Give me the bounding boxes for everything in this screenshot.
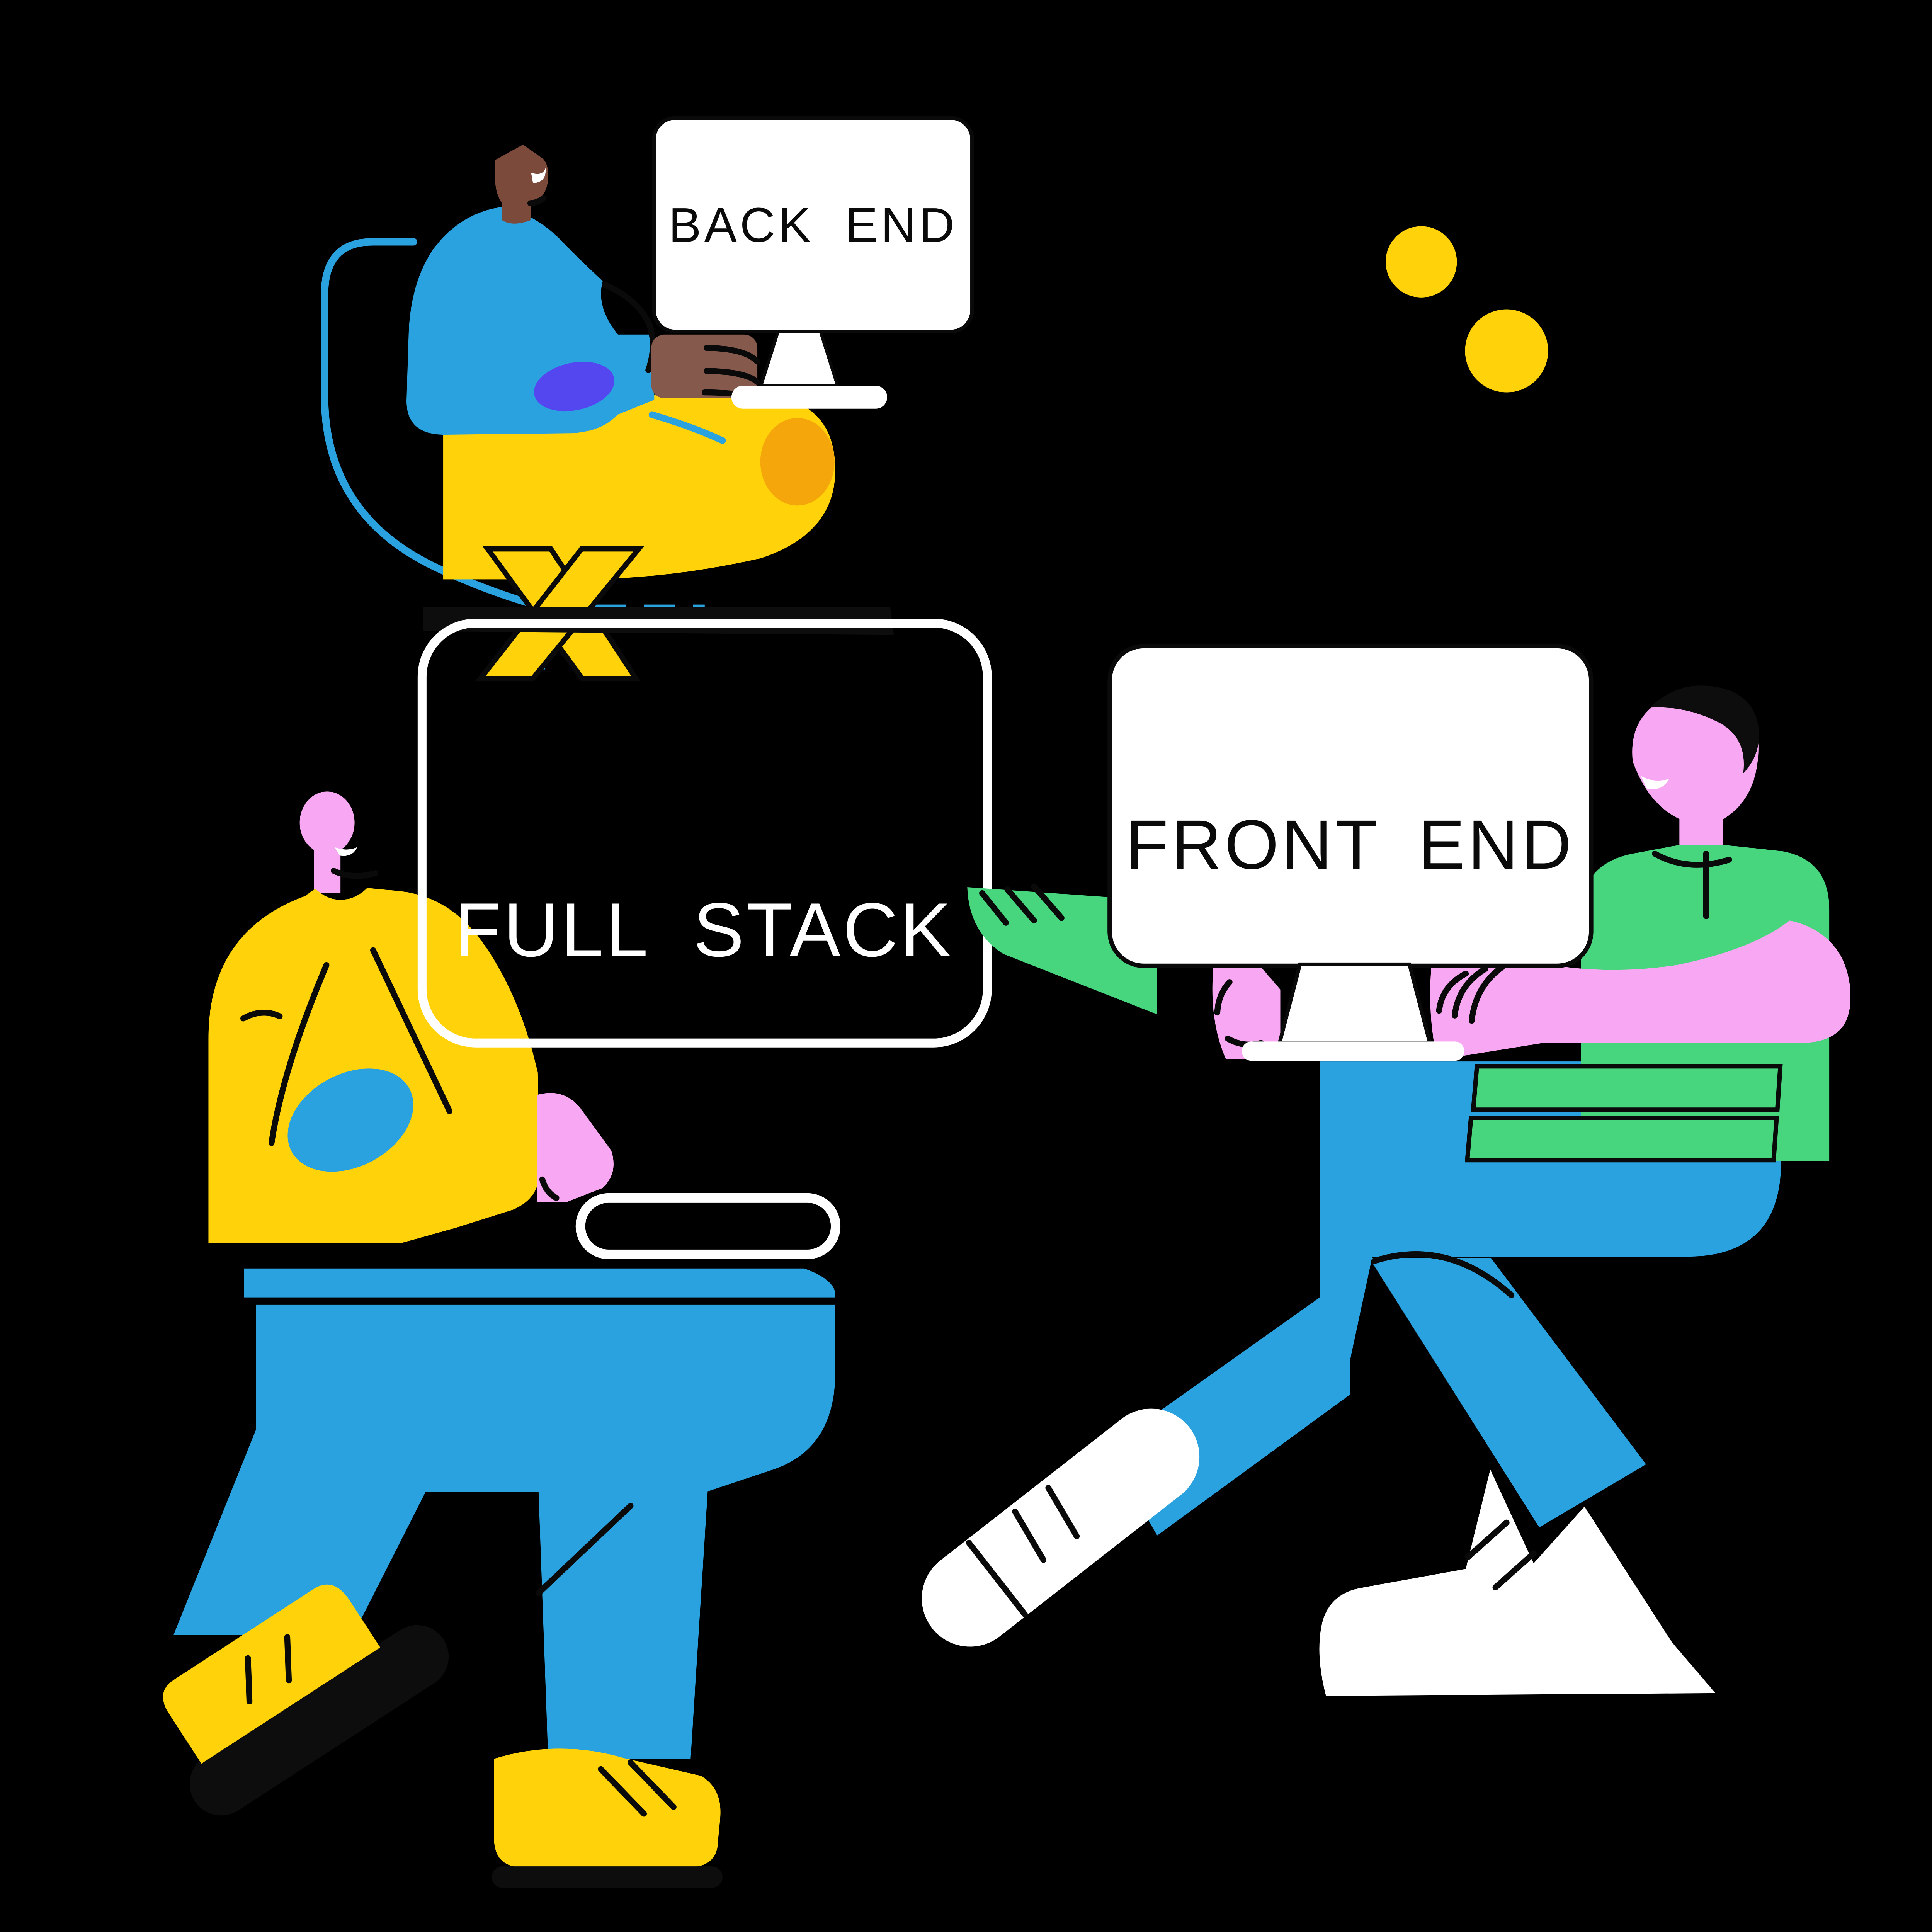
fullstack-shin-left bbox=[173, 1420, 462, 1635]
boot-right-sole bbox=[492, 1866, 723, 1888]
frontend-shin bbox=[1369, 1258, 1646, 1527]
fullstack-shin-right bbox=[538, 1492, 708, 1759]
frontend-knee-line bbox=[1371, 1251, 1515, 1298]
frontend-monitor-base bbox=[1242, 1041, 1464, 1061]
fullstack-developer bbox=[208, 791, 614, 1243]
fullstack-sleeve-dot bbox=[287, 1068, 413, 1172]
sneaker-ground-lace-1 bbox=[1465, 1519, 1510, 1560]
frontend-hair bbox=[1650, 685, 1759, 774]
frontend-arm bbox=[1430, 920, 1851, 1060]
boot-left-sole bbox=[189, 1625, 449, 1816]
frontend-hem-stripe-2 bbox=[1464, 1116, 1779, 1163]
backend-monitor-base bbox=[731, 386, 888, 409]
sleeve-stripe-3 bbox=[1031, 883, 1065, 921]
frontend-left-hand-line bbox=[1214, 979, 1233, 1016]
sneaker-raised-lace-2 bbox=[1045, 1485, 1080, 1539]
fullstack-monitor: FULL STACK bbox=[417, 619, 992, 1048]
fullstack-monitor-label: FULL STACK bbox=[454, 887, 953, 973]
boot-right-lace-2 bbox=[628, 1759, 677, 1810]
frontend-sneaker-raised bbox=[922, 1408, 1200, 1647]
backend-hips bbox=[443, 395, 835, 580]
fullstack-boot-left bbox=[163, 1584, 449, 1816]
decor-dot-small bbox=[1386, 226, 1457, 298]
fullstack-finger-line bbox=[539, 1176, 560, 1201]
fullstack-head bbox=[299, 791, 355, 854]
frontend-finger-line-3 bbox=[1469, 963, 1506, 1024]
sneaker-ground-lace-2 bbox=[1492, 1550, 1537, 1590]
decor-dot-large bbox=[1465, 309, 1548, 393]
boot-left-lace-2 bbox=[284, 1634, 292, 1684]
frontend-collar-shadow bbox=[1652, 850, 1732, 868]
frontend-developer: FRONT END bbox=[922, 644, 1851, 1696]
sneaker-ground-body bbox=[1319, 1469, 1716, 1696]
fullstack-lap-band bbox=[244, 1268, 836, 1298]
sneaker-raised-seam bbox=[966, 1540, 1028, 1617]
fullstack-torso bbox=[208, 888, 539, 1243]
backend-developer: BACK END bbox=[321, 116, 974, 682]
frontend-monitor-stand bbox=[1277, 962, 1432, 1045]
backend-hip-shade bbox=[760, 418, 835, 506]
backend-chin-line bbox=[527, 195, 546, 206]
frontend-smile bbox=[1641, 776, 1669, 789]
boot-right-upper bbox=[494, 1748, 721, 1867]
sleeve-stripe-1 bbox=[979, 890, 1009, 926]
boot-right-lace-1 bbox=[598, 1766, 647, 1817]
fullstack-smile bbox=[334, 847, 357, 856]
frontend-monitor-label: FRONT END bbox=[1126, 806, 1575, 884]
fullstack-knee-line bbox=[536, 1503, 634, 1596]
fullstack-shoulder-line bbox=[240, 1010, 283, 1022]
fullstack-monitor-frame bbox=[417, 619, 992, 1048]
boot-left-upper bbox=[163, 1584, 381, 1764]
backend-monitor-label: BACK END bbox=[668, 197, 957, 252]
backend-head bbox=[495, 145, 548, 224]
sneaker-raised-lace-1 bbox=[1012, 1509, 1047, 1563]
backend-smile bbox=[531, 168, 546, 184]
frontend-hem-stripe-1 bbox=[1471, 1064, 1783, 1112]
backend-finger-line-1 bbox=[703, 345, 760, 365]
fullstack-elbow-line bbox=[268, 962, 330, 1146]
frontend-finger-line-1 bbox=[1436, 970, 1469, 1014]
fullstack-keyboard bbox=[575, 1193, 841, 1259]
sneaker-raised-body bbox=[922, 1408, 1200, 1647]
backend-finger-line-2 bbox=[703, 368, 760, 385]
fullstack-hand bbox=[537, 1093, 614, 1202]
fullstack-boot-right bbox=[492, 1748, 723, 1888]
frontend-finger-line-2 bbox=[1451, 966, 1488, 1019]
backend-elbow-patch bbox=[534, 362, 614, 412]
frontend-sneaker-ground bbox=[1319, 1469, 1716, 1696]
boot-left-lace-1 bbox=[245, 1655, 253, 1704]
sleeve-stripe-2 bbox=[1004, 886, 1037, 924]
fullstack-arm-crease bbox=[370, 947, 453, 1114]
fullstack-legs bbox=[163, 1268, 836, 1888]
backend-desk-swoosh bbox=[648, 411, 726, 444]
backend-chair-back-line bbox=[321, 238, 538, 609]
fullstack-collar-shadow bbox=[331, 868, 379, 879]
